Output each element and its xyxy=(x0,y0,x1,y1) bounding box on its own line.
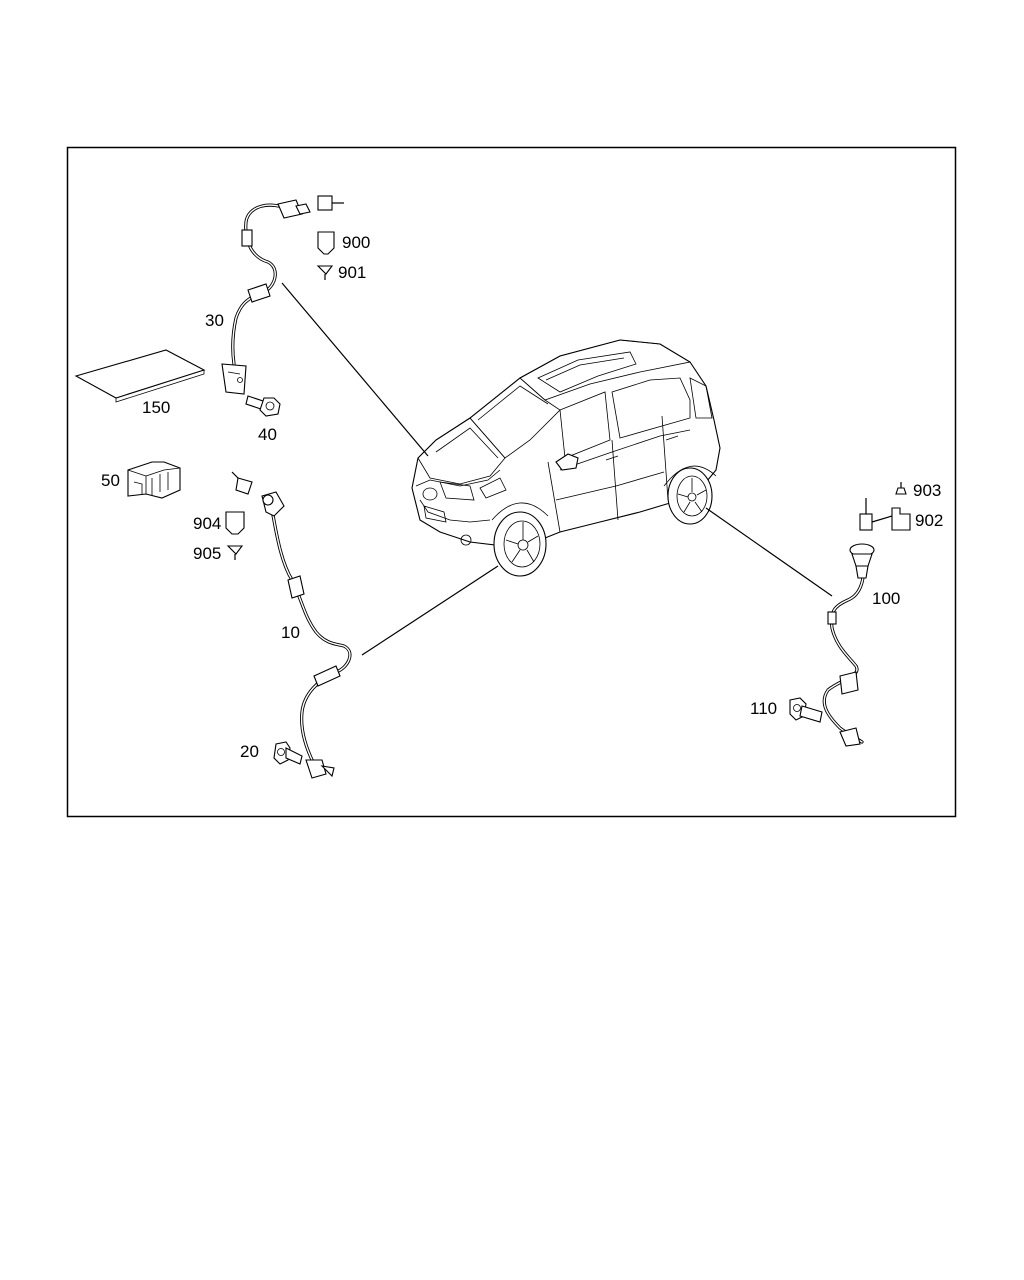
label-10: 10 xyxy=(281,623,300,642)
bolt-20 xyxy=(273,741,303,765)
label-50: 50 xyxy=(101,471,120,490)
shim-plate-150 xyxy=(74,349,206,403)
label-905: 905 xyxy=(193,544,221,563)
label-904: 904 xyxy=(193,514,221,533)
label-901: 901 xyxy=(338,263,366,282)
label-150: 150 xyxy=(142,398,170,417)
label-902: 902 xyxy=(915,511,943,530)
connector-900 xyxy=(317,195,344,255)
seal-903 xyxy=(895,482,907,495)
label-30: 30 xyxy=(205,311,224,330)
label-903: 903 xyxy=(913,481,941,500)
bolt-110 xyxy=(789,697,823,723)
label-900: 900 xyxy=(342,233,370,252)
car-illustration xyxy=(411,339,721,577)
connector-904 xyxy=(225,471,253,535)
leader-line-100 xyxy=(705,507,833,597)
leader-line-30 xyxy=(281,282,429,457)
seal-905 xyxy=(226,545,244,560)
clip-50 xyxy=(127,461,181,499)
connector-902 xyxy=(859,498,911,531)
leader-line-10 xyxy=(361,565,499,656)
label-40: 40 xyxy=(258,425,277,444)
seal-901 xyxy=(316,265,334,280)
diagram-frame xyxy=(66,146,957,818)
sensor-cable-30 xyxy=(221,199,311,395)
label-110: 110 xyxy=(750,699,777,718)
label-20: 20 xyxy=(240,742,259,761)
label-100: 100 xyxy=(872,589,900,608)
sensor-cable-100 xyxy=(822,543,875,747)
sensor-cable-10 xyxy=(261,491,352,779)
bolt-40 xyxy=(245,395,281,417)
